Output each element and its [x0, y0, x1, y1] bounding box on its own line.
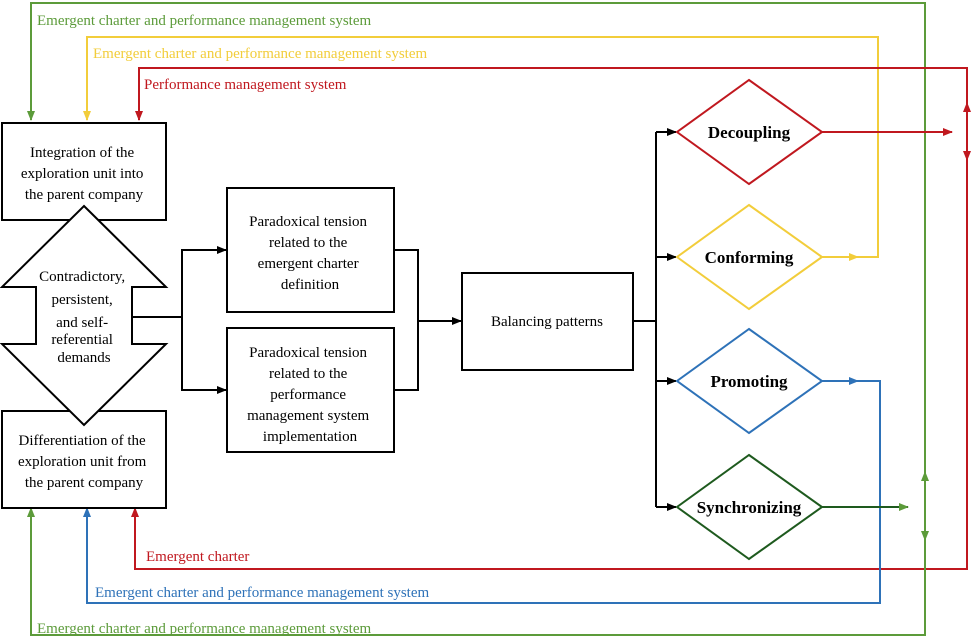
- demands-double-arrow: [0, 204, 169, 427]
- tension-pms-box: [226, 327, 395, 453]
- tension-charter-text: Paradoxical tension related to the emerg…: [249, 214, 371, 293]
- label-top-yellow: Emergent charter and performance managem…: [93, 46, 427, 62]
- promoting-label: Promoting: [710, 372, 788, 391]
- green-feedback-bottom-line: [27, 507, 926, 636]
- decoupling-diamond: [675, 78, 824, 186]
- balancing-box: [461, 272, 634, 371]
- tension-charter-out: [394, 249, 419, 391]
- decoupling-label: Decoupling: [708, 123, 791, 142]
- integration-box: [1, 122, 167, 221]
- conforming-diamond: [675, 203, 824, 311]
- label-top-red: Performance management system: [144, 77, 347, 93]
- label-top-green: Emergent charter and performance managem…: [37, 13, 371, 29]
- to-tension-pms-arrow: [181, 317, 227, 394]
- tension-pms-text: Paradoxical tension related to the perfo…: [247, 345, 373, 445]
- label-bottom-red: Emergent charter: [146, 549, 249, 565]
- differentiation-text: Differentiation of the exploration unit …: [18, 433, 150, 491]
- synchronizing-diamond: [675, 453, 824, 561]
- label-bottom-blue: Emergent charter and performance managem…: [95, 585, 429, 601]
- conforming-label: Conforming: [705, 248, 794, 267]
- balancing-text: Balancing patterns: [491, 314, 603, 330]
- blue-feedback-line: [83, 380, 881, 604]
- red-feedback-bottom-line: [131, 132, 968, 570]
- promoting-diamond: [675, 327, 824, 435]
- demands-text: Contradictory, persistent, and self- ref…: [39, 269, 129, 366]
- label-bottom-green: Emergent charter and performance managem…: [37, 621, 371, 637]
- integration-text: Integration of the exploration unit into…: [21, 145, 147, 203]
- yellow-feedback-line: [83, 36, 879, 258]
- green-feedback-top-line: [27, 2, 926, 528]
- differentiation-box: [1, 410, 167, 509]
- to-tension-charter-arrow: [181, 246, 227, 317]
- synchronizing-label: Synchronizing: [697, 498, 802, 517]
- red-feedback-top-line: [135, 67, 968, 130]
- tension-charter-box: [226, 187, 395, 313]
